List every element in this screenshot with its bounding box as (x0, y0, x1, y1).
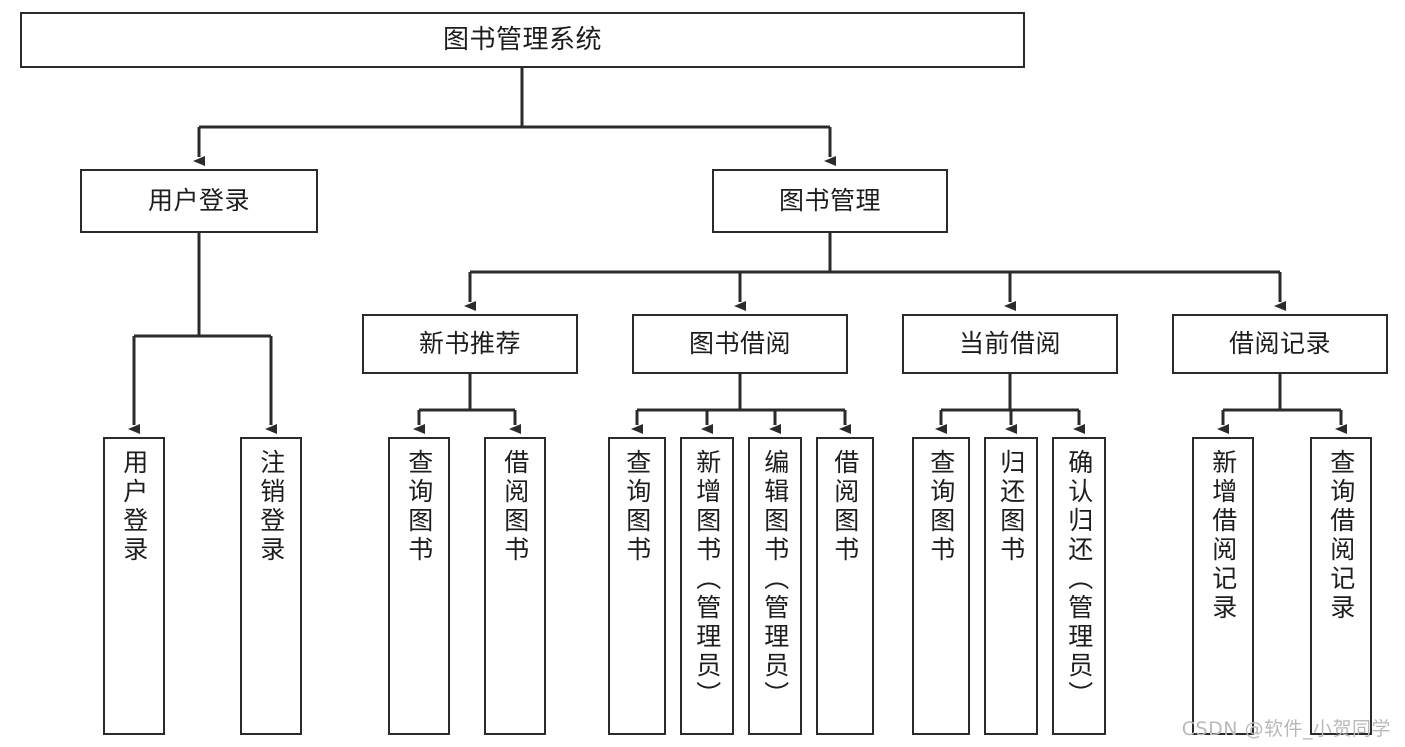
node-label: 借阅图书 (500, 449, 530, 565)
node-label: 新书推荐 (418, 329, 521, 359)
node-book-borrow[interactable]: 图书借阅 (632, 314, 848, 374)
node-leaf-borrow-edit-book[interactable]: 编辑图书（管理员） (748, 437, 802, 735)
node-label: 查询图书 (926, 449, 956, 565)
node-borrow-record[interactable]: 借阅记录 (1172, 314, 1388, 374)
node-leaf-rec-borrow-book[interactable]: 借阅图书 (484, 437, 546, 735)
node-label: 图书管理 (778, 186, 881, 216)
node-current-borrow[interactable]: 当前借阅 (902, 314, 1118, 374)
watermark-text: CSDN @软件_小贺同学 (1181, 718, 1391, 740)
node-label: 借阅记录 (1228, 329, 1331, 359)
node-label: 借阅图书 (830, 449, 860, 565)
node-label: 归还图书 (996, 449, 1026, 565)
node-label: 用户登录 (119, 449, 149, 565)
node-label: 查询图书 (404, 449, 434, 565)
node-leaf-rec-add-record[interactable]: 新增借阅记录 (1192, 437, 1254, 735)
node-leaf-cur-return-book[interactable]: 归还图书 (984, 437, 1038, 735)
node-leaf-rec-query-record[interactable]: 查询借阅记录 (1310, 437, 1372, 735)
node-leaf-user-login[interactable]: 用户登录 (103, 437, 165, 735)
node-label: 图书管理系统 (442, 24, 602, 55)
node-leaf-user-logout[interactable]: 注销登录 (240, 437, 302, 735)
node-leaf-rec-query-book[interactable]: 查询图书 (388, 437, 450, 735)
node-label: 用户登录 (147, 186, 250, 216)
node-leaf-borrow-borrow-book[interactable]: 借阅图书 (816, 437, 874, 735)
node-leaf-borrow-query-book[interactable]: 查询图书 (608, 437, 666, 735)
node-label: 查询借阅记录 (1326, 449, 1356, 623)
node-leaf-borrow-add-book[interactable]: 新增图书（管理员） (680, 437, 734, 735)
node-label: 编辑图书（管理员） (760, 449, 790, 710)
node-user-login[interactable]: 用户登录 (80, 169, 318, 233)
node-label: 查询图书 (622, 449, 652, 565)
node-label: 确认归还（管理员） (1064, 449, 1094, 710)
node-book-manage[interactable]: 图书管理 (712, 169, 948, 233)
node-label: 当前借阅 (958, 329, 1061, 359)
node-label: 新增图书（管理员） (692, 449, 722, 710)
node-label: 新增借阅记录 (1208, 449, 1238, 623)
node-label: 图书借阅 (688, 329, 791, 359)
node-leaf-cur-confirm-return[interactable]: 确认归还（管理员） (1052, 437, 1106, 735)
node-root-system[interactable]: 图书管理系统 (20, 12, 1025, 68)
node-label: 注销登录 (256, 449, 286, 565)
node-leaf-cur-query-book[interactable]: 查询图书 (912, 437, 970, 735)
node-new-book-rec[interactable]: 新书推荐 (362, 314, 578, 374)
